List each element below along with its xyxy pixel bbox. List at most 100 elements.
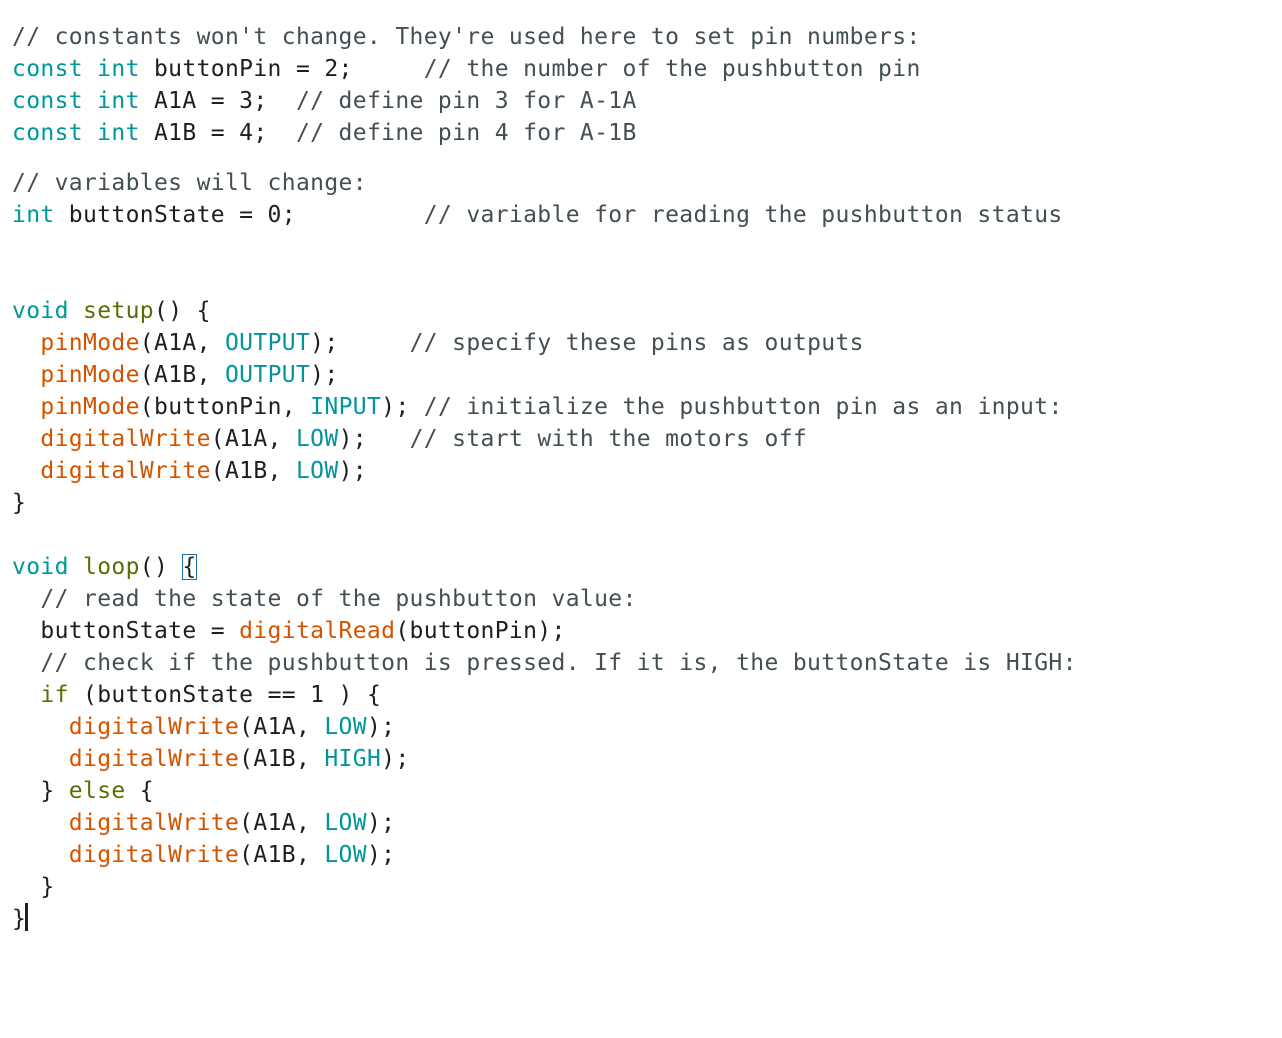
text-token: (): [139, 554, 183, 580]
code-line[interactable]: if (buttonState == 1 ) {: [12, 679, 1282, 711]
keyword-token: OUTPUT: [224, 330, 311, 356]
code-line[interactable]: [12, 519, 1282, 551]
text-token: );: [366, 842, 396, 868]
code-line[interactable]: digitalWrite(A1B, LOW);: [12, 455, 1282, 487]
function-token: digitalWrite: [68, 714, 240, 740]
code-line[interactable]: digitalWrite(A1A, LOW); // start with th…: [12, 423, 1282, 455]
text-token: A1B = 4;: [139, 120, 296, 146]
text-token: [12, 810, 69, 836]
keyword-token: LOW: [324, 714, 367, 740]
code-line[interactable]: const int A1A = 3; // define pin 3 for A…: [12, 85, 1282, 117]
code-line[interactable]: pinMode(buttonPin, INPUT); // initialize…: [12, 391, 1282, 423]
text-token: (buttonState == 1 ) {: [68, 682, 382, 708]
function-token: digitalWrite: [68, 746, 240, 772]
text-token: A1A = 3;: [139, 88, 296, 114]
code-line[interactable]: void loop() {: [12, 551, 1282, 583]
text-token: [12, 586, 40, 612]
code-line[interactable]: } else {: [12, 775, 1282, 807]
text-token: );: [381, 394, 424, 420]
text-token: [12, 714, 69, 740]
code-line[interactable]: digitalWrite(A1A, LOW);: [12, 711, 1282, 743]
control-token: if: [40, 682, 69, 708]
text-token: (buttonPin);: [395, 618, 566, 644]
keyword-token: void: [12, 554, 69, 580]
control-token: else: [68, 778, 126, 804]
text-token: () {: [154, 298, 211, 324]
code-line[interactable]: pinMode(A1A, OUTPUT); // specify these p…: [12, 327, 1282, 359]
text-token: buttonPin = 2;: [139, 56, 424, 82]
comment-token: // define pin 4 for A-1B: [295, 120, 637, 146]
code-line[interactable]: // check if the pushbutton is pressed. I…: [12, 647, 1282, 679]
code-line[interactable]: }: [12, 871, 1282, 903]
text-token: }: [12, 906, 27, 932]
text-token: [12, 330, 40, 356]
code-line[interactable]: pinMode(A1B, OUTPUT);: [12, 359, 1282, 391]
comment-token: // start with the motors off: [409, 426, 808, 452]
code-line[interactable]: [12, 149, 1282, 167]
keyword-token: HIGH: [324, 746, 382, 772]
text-token: [12, 458, 40, 484]
code-line[interactable]: const int buttonPin = 2; // the number o…: [12, 53, 1282, 85]
text-token: [69, 298, 83, 324]
code-line[interactable]: }: [12, 903, 1282, 935]
comment-token: // specify these pins as outputs: [409, 330, 864, 356]
text-token: }: [12, 778, 69, 804]
function-token: digitalWrite: [40, 426, 211, 452]
comment-token: // initialize the pushbutton pin as an i…: [423, 394, 1063, 420]
code-line[interactable]: [12, 231, 1282, 263]
code-line[interactable]: int buttonState = 0; // variable for rea…: [12, 199, 1282, 231]
keyword-token: int: [12, 202, 55, 228]
text-token: );: [366, 714, 396, 740]
comment-token: // constants won't change. They're used …: [12, 24, 921, 50]
code-text-area[interactable]: // constants won't change. They're used …: [12, 21, 1282, 935]
text-token: [12, 394, 40, 420]
text-token: [12, 682, 40, 708]
code-line[interactable]: buttonState = digitalRead(buttonPin);: [12, 615, 1282, 647]
function-token: pinMode: [40, 394, 140, 420]
code-line[interactable]: digitalWrite(A1B, LOW);: [12, 839, 1282, 871]
function-token: pinMode: [40, 330, 140, 356]
code-line[interactable]: // constants won't change. They're used …: [12, 21, 1282, 53]
comment-token: // the number of the pushbutton pin: [423, 56, 921, 82]
text-token: [12, 426, 40, 452]
code-line[interactable]: // variables will change:: [12, 167, 1282, 199]
text-token: {: [125, 778, 154, 804]
function-token: pinMode: [40, 362, 140, 388]
code-line[interactable]: [12, 263, 1282, 295]
text-token: );: [381, 746, 410, 772]
text-token: (A1B,: [239, 746, 325, 772]
keyword-token: LOW: [295, 458, 339, 484]
text-token: buttonState =: [12, 618, 240, 644]
keyword-token: void: [12, 298, 69, 324]
keyword-token: LOW: [295, 426, 339, 452]
comment-token: // check if the pushbutton is pressed. I…: [40, 650, 1077, 676]
text-token: (A1B,: [139, 362, 225, 388]
code-line[interactable]: digitalWrite(A1A, LOW);: [12, 807, 1282, 839]
comment-token: // variable for reading the pushbutton s…: [423, 202, 1063, 228]
keyword-token: LOW: [324, 810, 367, 836]
code-line[interactable]: void setup() {: [12, 295, 1282, 327]
keyword-token: const int: [12, 56, 140, 82]
comment-token: // read the state of the pushbutton valu…: [40, 586, 637, 612]
control-token: loop: [83, 554, 140, 580]
code-line[interactable]: const int A1B = 4; // define pin 4 for A…: [12, 117, 1282, 149]
function-token: digitalWrite: [68, 810, 240, 836]
text-token: [12, 842, 69, 868]
text-token: (buttonPin,: [139, 394, 311, 420]
keyword-token: INPUT: [310, 394, 382, 420]
function-token: digitalRead: [239, 618, 396, 644]
comment-token: // variables will change:: [12, 170, 367, 196]
code-line[interactable]: // read the state of the pushbutton valu…: [12, 583, 1282, 615]
code-line[interactable]: }: [12, 487, 1282, 519]
text-token: (A1A,: [239, 714, 325, 740]
text-token: }: [12, 874, 55, 900]
keyword-token: OUTPUT: [224, 362, 311, 388]
text-caret: [25, 903, 29, 931]
keyword-token: const int: [12, 88, 140, 114]
text-token: );: [338, 426, 410, 452]
comment-token: // define pin 3 for A-1A: [295, 88, 637, 114]
code-line[interactable]: digitalWrite(A1B, HIGH);: [12, 743, 1282, 775]
text-token: (A1A,: [210, 426, 296, 452]
text-token: (A1A,: [239, 810, 325, 836]
